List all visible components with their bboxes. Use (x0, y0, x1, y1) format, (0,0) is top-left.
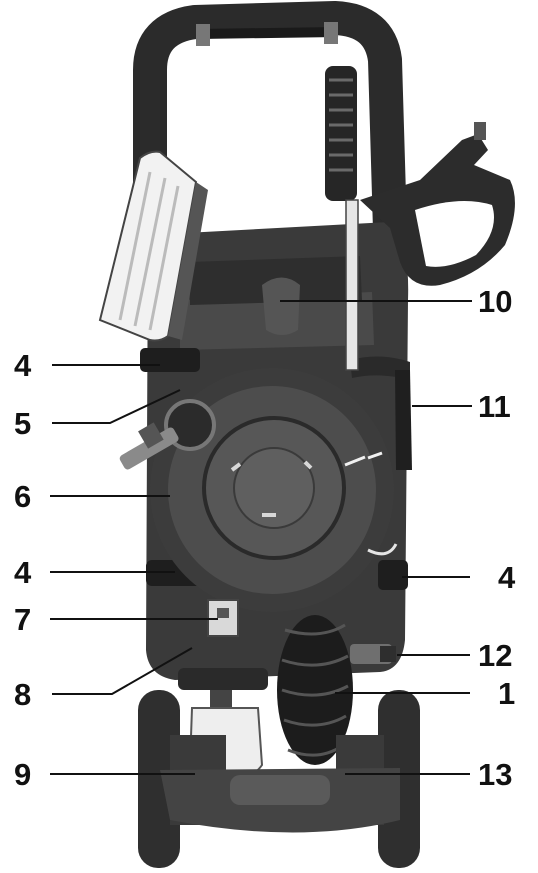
callout-4-upper-left: 4 (14, 348, 32, 383)
water-inlet (350, 644, 396, 664)
callout-13: 13 (478, 757, 512, 792)
callout-labels: 10 4 5 11 6 4 4 7 12 8 1 9 13 (14, 284, 516, 792)
callout-10: 10 (478, 284, 512, 319)
leader-lines (50, 300, 472, 775)
wand-holder (262, 277, 300, 335)
trigger-gun (360, 122, 515, 286)
high-pressure-outlet (119, 422, 179, 470)
callout-12: 12 (478, 638, 512, 673)
pressure-washer-illustration (98, 1, 515, 868)
hose-reel (150, 368, 398, 612)
power-cord (277, 615, 353, 765)
hook-upper-left (140, 348, 200, 372)
base-and-wheels (138, 690, 420, 868)
callout-4-lower-right: 4 (498, 560, 516, 595)
spray-lance (325, 66, 359, 371)
callout-5: 5 (14, 406, 31, 441)
hook-lower-right (378, 560, 408, 590)
callout-7: 7 (14, 602, 31, 637)
callout-9: 9 (14, 757, 31, 792)
wash-brush (98, 150, 208, 342)
callout-11: 11 (478, 389, 511, 424)
callout-8: 8 (14, 677, 31, 712)
callout-1: 1 (498, 676, 515, 711)
callout-6: 6 (14, 479, 31, 514)
handle-frame (133, 1, 407, 260)
callout-4-lower-left: 4 (14, 555, 32, 590)
